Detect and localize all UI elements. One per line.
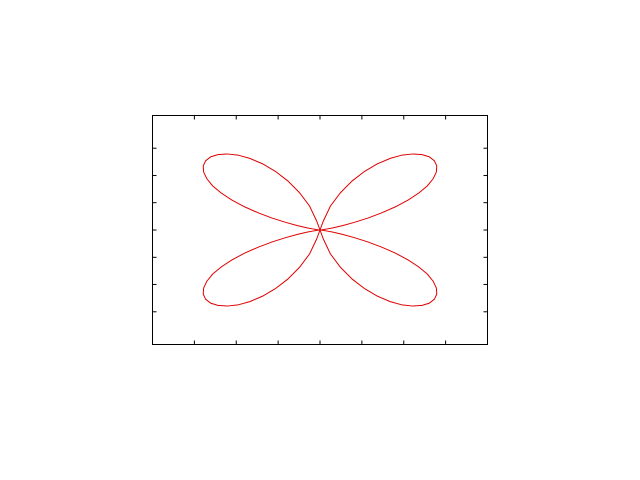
series-line-0 <box>202 153 438 307</box>
series-layer <box>202 153 438 307</box>
axis-ticks <box>152 115 488 345</box>
